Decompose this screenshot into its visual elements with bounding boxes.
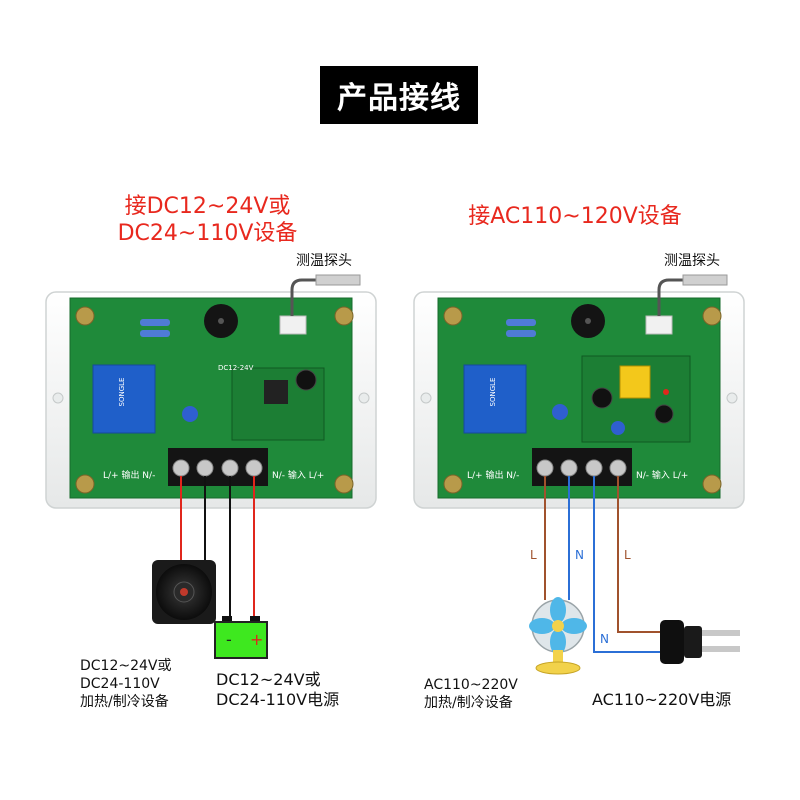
left-device-label-line2: DC24-110V (80, 676, 160, 692)
right-probe-cable (657, 278, 683, 316)
left-resistor-1 (140, 319, 170, 326)
battery-plus-label: + (250, 630, 263, 649)
right-terminal-screw-3 (585, 459, 603, 477)
right-resistor-1 (506, 319, 536, 326)
right-device-label-line2: 加热/制冷设备 (424, 695, 513, 711)
right-device-label: AC110~220V 加热/制冷设备 (424, 676, 518, 712)
right-screw-4 (702, 474, 722, 494)
left-relay (92, 364, 156, 434)
left-small-cap (182, 406, 198, 422)
left-capacitor (295, 369, 317, 391)
battery-minus-label: - (226, 630, 232, 649)
right-heading: 接AC110~120V设备 (468, 204, 682, 229)
left-resistor-2 (140, 330, 170, 337)
right-mount-hole-tl (420, 392, 432, 404)
left-heading-line1: 接DC12~24V或 (124, 194, 291, 219)
ac-desk-fan-icon (529, 597, 587, 675)
left-power-label: DC12~24V或 DC24-110V电源 (216, 670, 339, 710)
right-screw-1 (443, 306, 463, 326)
right-screw-3 (443, 474, 463, 494)
right-screw-2 (702, 306, 722, 326)
right-device-label-line1: AC110~220V (424, 677, 518, 693)
left-heading-line2: DC24~110V设备 (117, 221, 298, 246)
right-relay-text: SONGLE (489, 378, 497, 407)
right-mount-hole-tr (726, 392, 738, 404)
dc-fan-icon (152, 560, 216, 624)
left-probe-label: 测温探头 (296, 253, 352, 269)
left-terminal-input-label: N/- 输入 L/+ (272, 469, 324, 481)
ac-plug-icon (660, 620, 740, 664)
left-mount-hole-tl (52, 392, 64, 404)
right-probe-label: 测温探头 (664, 253, 720, 269)
wire-label-n-input: N (600, 632, 609, 646)
left-terminal-screw-1 (172, 459, 190, 477)
left-screw-1 (75, 306, 95, 326)
left-terminal-screw-2 (196, 459, 214, 477)
right-small-cap-2 (611, 421, 625, 435)
right-small-cap (552, 404, 568, 420)
left-screw-4 (334, 474, 354, 494)
left-screw-3 (75, 474, 95, 494)
left-device-label-line3: 加热/制冷设备 (80, 694, 169, 710)
left-power-label-line2: DC24-110V电源 (216, 690, 340, 709)
right-buzzer-hole (585, 318, 591, 324)
right-terminal-output-label: L/+ 输出 N/- (467, 469, 519, 481)
right-terminal-screw-1 (536, 459, 554, 477)
right-ac-cap-2 (654, 404, 674, 424)
left-probe-cable (290, 278, 316, 316)
left-power-label-line1: DC12~24V或 (216, 670, 321, 689)
left-buzzer-hole (218, 318, 224, 324)
right-terminal-screw-2 (560, 459, 578, 477)
right-ac-capacitor (591, 387, 613, 409)
left-probe-tip (315, 274, 361, 286)
left-device-label: DC12~24V或 DC24-110V 加热/制冷设备 (80, 657, 172, 711)
left-mount-hole-tr (358, 392, 370, 404)
left-terminal-screw-4 (245, 459, 263, 477)
left-heading: 接DC12~24V或 DC24~110V设备 (100, 193, 315, 247)
right-terminal-input-label: N/- 输入 L/+ (636, 469, 688, 481)
right-power-label: AC110~220V电源 (592, 690, 732, 709)
left-probe-connector (279, 315, 307, 335)
wire-label-l-output: L (530, 548, 537, 562)
right-transformer (619, 365, 651, 399)
left-controller: SONGLE DC12-24V L/+ 输出 N/- N/- 输入 L/+ (45, 274, 377, 509)
right-wire-blue-input (593, 476, 664, 653)
left-module-label: DC12-24V (218, 364, 254, 372)
right-wire-brown-input (617, 476, 664, 633)
left-terminal-output-label: L/+ 输出 N/- (103, 469, 155, 481)
left-relay-text: SONGLE (118, 378, 126, 407)
page-title: 产品接线 (320, 66, 478, 124)
left-terminal-screw-3 (221, 459, 239, 477)
right-controller: SONGLE L/+ 输出 N/- N/- 输入 L/+ (413, 274, 745, 509)
wire-label-l-input: L (624, 548, 631, 562)
right-led (663, 389, 669, 395)
right-probe-tip (682, 274, 728, 286)
right-probe-connector (645, 315, 673, 335)
right-resistor-2 (506, 330, 536, 337)
left-device-label-line1: DC12~24V或 (80, 658, 172, 674)
left-screw-2 (334, 306, 354, 326)
wire-label-n-output: N (575, 548, 584, 562)
dc-battery-icon: - + (214, 616, 268, 659)
left-inductor (264, 380, 288, 404)
right-terminal-screw-4 (609, 459, 627, 477)
right-relay (463, 364, 527, 434)
